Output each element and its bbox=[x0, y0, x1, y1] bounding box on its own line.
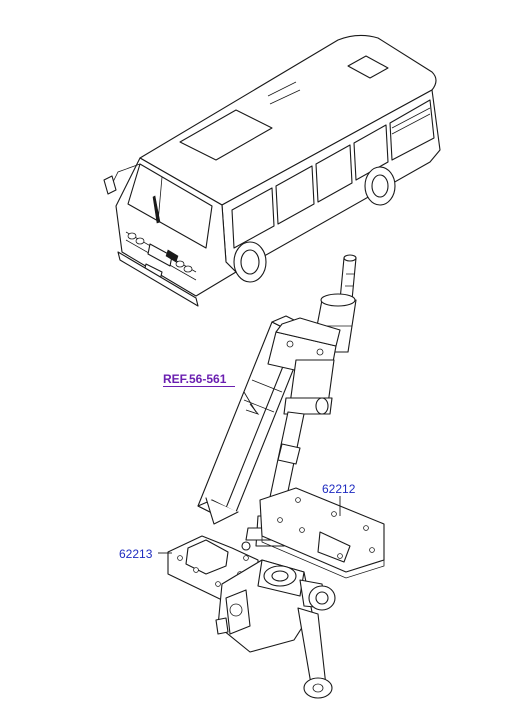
reference-link[interactable]: REF.56-561 bbox=[163, 372, 227, 386]
reference-bracket bbox=[197, 315, 311, 525]
mounting-plate-62212 bbox=[259, 487, 385, 579]
callout-leaders bbox=[158, 391, 341, 554]
steering-gearbox bbox=[215, 559, 336, 699]
reference-link-underline bbox=[163, 386, 235, 387]
part-number-62213[interactable]: 62213 bbox=[119, 547, 153, 561]
bus-illustration bbox=[103, 34, 441, 307]
part-number-62212[interactable]: 62212 bbox=[322, 482, 356, 496]
